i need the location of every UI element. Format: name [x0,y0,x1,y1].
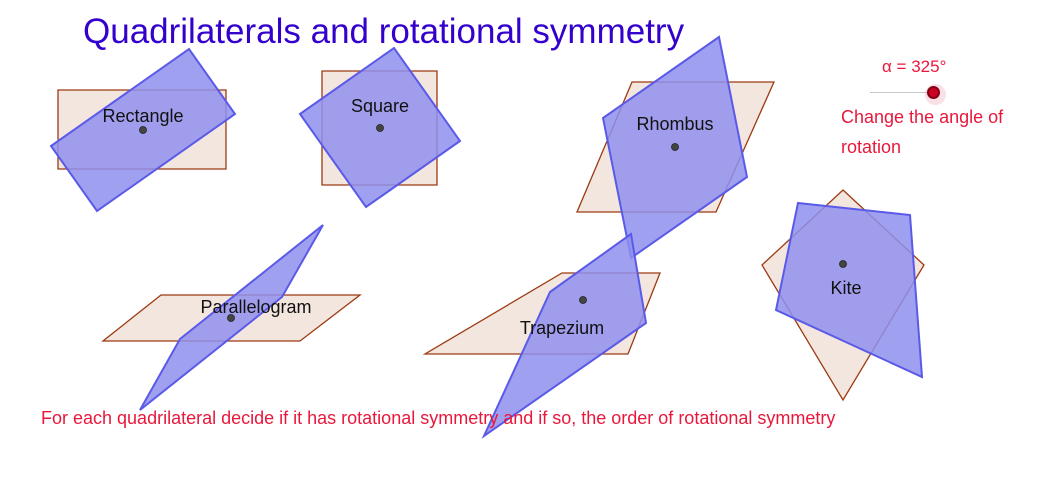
rhombus-label: Rhombus [636,114,713,134]
slider-help-text: Change the angle of rotation [841,107,1004,157]
trapezium-rotated [481,232,648,439]
parallelogram-label: Parallelogram [200,297,311,317]
page-title: Quadrilaterals and rotational symmetry [83,12,685,51]
square-center-point [376,124,384,132]
trapezium-label: Trapezium [520,318,604,338]
kite-label: Kite [830,278,861,298]
rotated-shapes-layer [49,35,924,439]
trapezium-center-point [579,296,587,304]
instruction-text: For each quadrilateral decide if it has … [41,408,836,428]
rectangle-label: Rectangle [102,106,183,126]
angle-slider-track[interactable] [870,92,935,93]
shape-labels-layer: Rectangle Square Rhombus Parallelogram T… [102,96,861,338]
kite-center-point [839,260,847,268]
angle-value-label: α = 325° [882,57,947,76]
kite-rotated [774,201,924,379]
center-points-layer [139,124,847,322]
rectangle-center-point [139,126,147,134]
angle-slider-handle[interactable] [925,84,946,105]
square-label: Square [351,96,409,116]
parallelogram-center-point [227,314,235,322]
rhombus-center-point [671,143,679,151]
